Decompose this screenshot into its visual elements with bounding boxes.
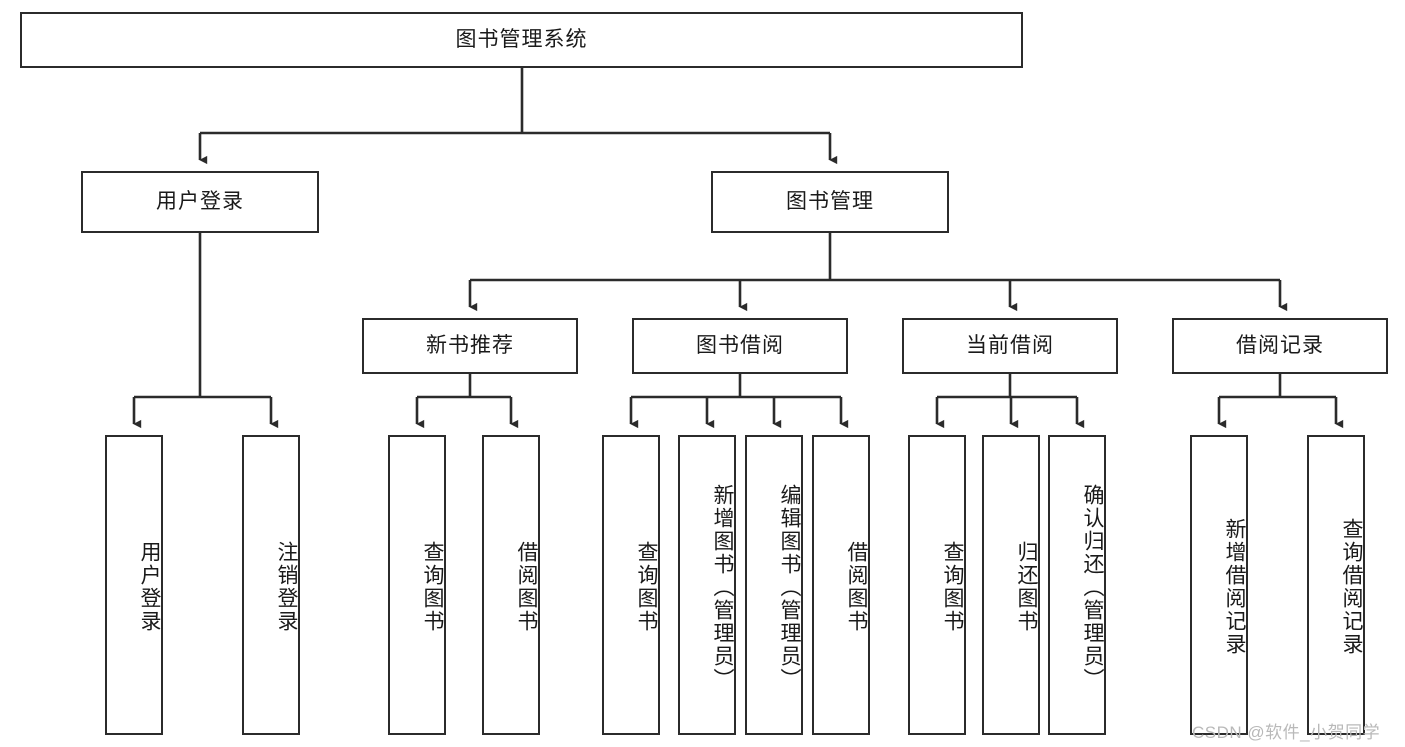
node-label: 查询图书 <box>421 541 444 633</box>
node-leaf-query-book-2[interactable]: 查询图书 <box>602 435 660 735</box>
node-leaf-borrow-book-2[interactable]: 借阅图书 <box>812 435 870 735</box>
node-label: 借阅图书 <box>845 541 868 633</box>
node-root[interactable]: 图书管理系统 <box>20 12 1023 68</box>
node-label: 编辑图书（管理员） <box>778 483 801 691</box>
node-label: 查询借阅记录 <box>1340 518 1363 656</box>
node-label: 确认归还（管理员） <box>1081 483 1104 691</box>
node-label: 注销登录 <box>275 541 298 633</box>
node-leaf-user-login[interactable]: 用户登录 <box>105 435 163 735</box>
node-label: 新增图书（管理员） <box>711 483 734 691</box>
node-leaf-query-book-3[interactable]: 查询图书 <box>908 435 966 735</box>
node-label: 借阅图书 <box>515 541 538 633</box>
node-label: 图书管理 <box>786 190 874 214</box>
node-leaf-add-book[interactable]: 新增图书（管理员） <box>678 435 736 735</box>
watermark-label: CSDN @软件_小贺同学 <box>1192 723 1381 742</box>
node-label: 新增借阅记录 <box>1223 518 1246 656</box>
node-leaf-borrow-book-1[interactable]: 借阅图书 <box>482 435 540 735</box>
node-leaf-user-logout[interactable]: 注销登录 <box>242 435 300 735</box>
node-leaf-add-record[interactable]: 新增借阅记录 <box>1190 435 1248 735</box>
node-book-borrow[interactable]: 图书借阅 <box>632 318 848 374</box>
node-leaf-edit-book[interactable]: 编辑图书（管理员） <box>745 435 803 735</box>
node-label: 查询图书 <box>941 541 964 633</box>
node-label: 用户登录 <box>138 541 161 633</box>
node-label: 借阅记录 <box>1236 334 1324 358</box>
node-user-login[interactable]: 用户登录 <box>81 171 319 233</box>
node-label: 归还图书 <box>1015 541 1038 633</box>
node-new-book-rec[interactable]: 新书推荐 <box>362 318 578 374</box>
node-leaf-query-record[interactable]: 查询借阅记录 <box>1307 435 1365 735</box>
node-leaf-return-book[interactable]: 归还图书 <box>982 435 1040 735</box>
node-label: 用户登录 <box>156 190 244 214</box>
node-book-manage[interactable]: 图书管理 <box>711 171 949 233</box>
node-label: 图书借阅 <box>696 334 784 358</box>
node-label: 新书推荐 <box>426 334 514 358</box>
node-label: 查询图书 <box>635 541 658 633</box>
node-current-borrow[interactable]: 当前借阅 <box>902 318 1118 374</box>
node-label: 当前借阅 <box>966 334 1054 358</box>
node-borrow-record[interactable]: 借阅记录 <box>1172 318 1388 374</box>
node-leaf-confirm-return[interactable]: 确认归还（管理员） <box>1048 435 1106 735</box>
node-label: 图书管理系统 <box>455 28 588 52</box>
node-leaf-query-book-1[interactable]: 查询图书 <box>388 435 446 735</box>
